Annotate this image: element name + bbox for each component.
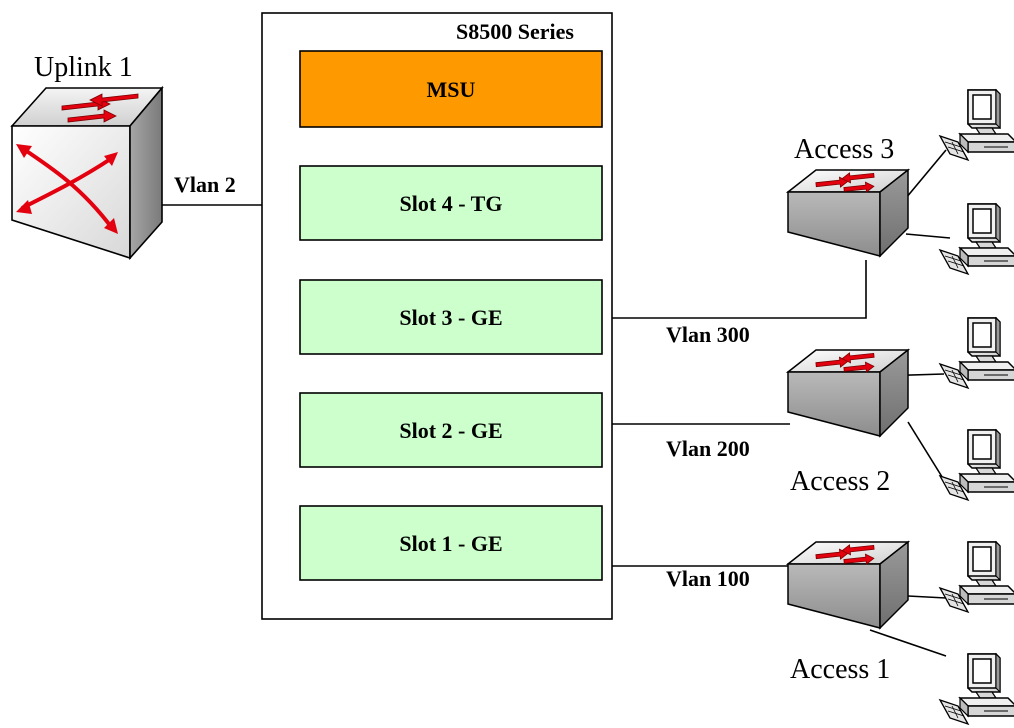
link-slot3-access3: [602, 260, 867, 319]
core-switch-icon: [10, 85, 164, 261]
pc-icon: [939, 203, 1014, 275]
link-access3-pc1: [905, 149, 947, 199]
module-slot2: Slot 2 - GE: [299, 392, 603, 468]
module-msu-box: [299, 50, 603, 128]
switch-icon: [787, 541, 909, 629]
module-slot4-box: [299, 165, 603, 241]
chassis-title: S8500 Series: [456, 19, 574, 44]
module-msu: MSU: [299, 50, 603, 128]
access2-vlan-label: Vlan 200: [666, 436, 750, 461]
pc-icon: [939, 89, 1014, 161]
pc-icon: [939, 653, 1014, 725]
module-slot2-label: Slot 2 - GE: [399, 418, 502, 443]
link-access1-pc2: [869, 629, 947, 657]
module-slot4-label: Slot 4 - TG: [400, 191, 503, 216]
module-slot3: Slot 3 - GE: [299, 279, 603, 355]
module-slot1: Slot 1 - GE: [299, 505, 603, 581]
module-slot1-label: Slot 1 - GE: [399, 531, 502, 556]
module-slot1-box: [299, 505, 603, 581]
pc-icon: [939, 429, 1014, 501]
uplink-label: Uplink 1: [34, 52, 133, 83]
module-slot3-box: [299, 279, 603, 355]
module-msu-label: MSU: [427, 77, 476, 102]
module-slot2-box: [299, 392, 603, 468]
link-access1-pc1: [907, 595, 947, 599]
module-slot3-label: Slot 3 - GE: [399, 305, 502, 330]
pc-icon: [939, 317, 1014, 389]
link-access2-pc2: [907, 421, 945, 481]
access3-vlan-label: Vlan 300: [666, 322, 750, 347]
switch-icon: [787, 169, 909, 257]
access3-label: Access 3: [794, 134, 895, 165]
switch-icon: [787, 349, 909, 437]
module-slot4: Slot 4 - TG: [299, 165, 603, 241]
connection-lines: [150, 149, 951, 657]
access2-label: Access 2: [790, 466, 891, 497]
access1-label: Access 1: [790, 654, 891, 685]
pc-icon: [939, 541, 1014, 613]
link-access3-pc2: [905, 233, 951, 239]
access1-vlan-label: Vlan 100: [666, 566, 750, 591]
uplink-vlan-label: Vlan 2: [174, 172, 236, 197]
